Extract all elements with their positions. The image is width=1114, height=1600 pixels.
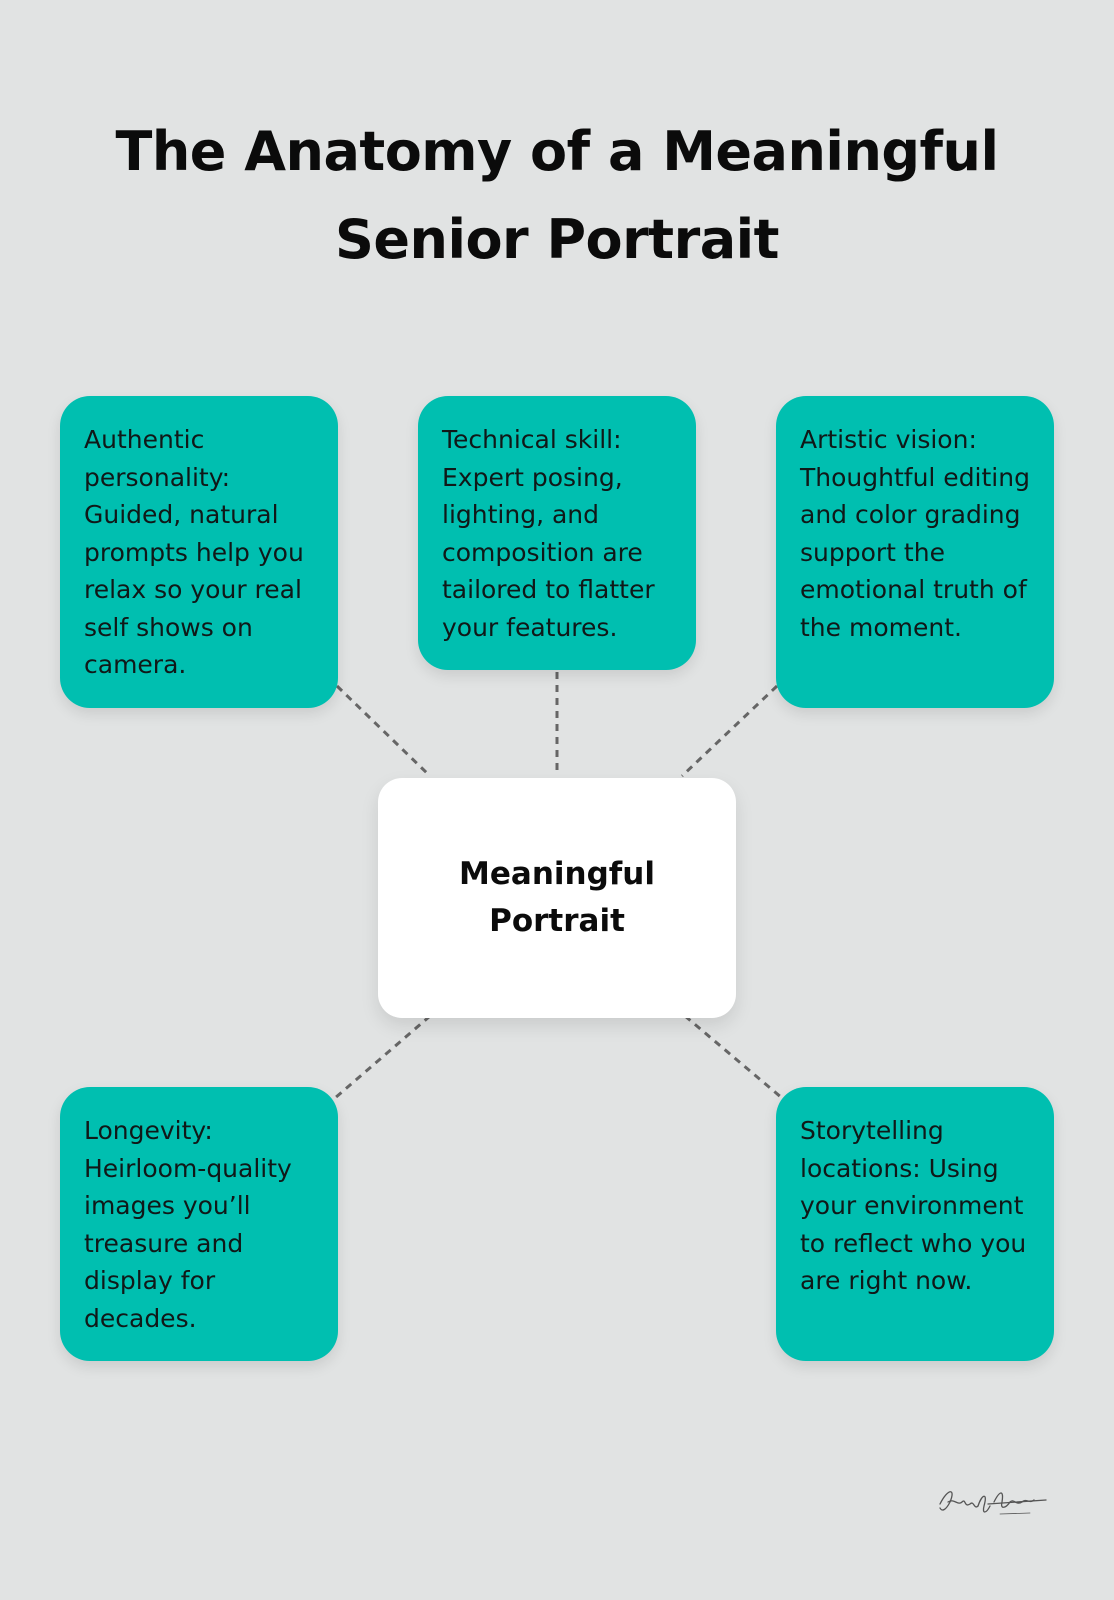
node-text: Artistic vision: Thoughtful editing and … — [800, 425, 1030, 642]
signature-logo-icon — [939, 1491, 1047, 1515]
node-text: Technical skill: Expert posing, lighting… — [442, 425, 655, 642]
node-text: Authentic personality: Guided, natural p… — [84, 425, 304, 679]
node-technical-skill: Technical skill: Expert posing, lighting… — [418, 396, 696, 670]
node-text: Storytelling locations: Using your envir… — [800, 1116, 1027, 1295]
node-text: Longevity: Heirloom-quality images you’l… — [84, 1116, 292, 1333]
page-title: The Anatomy of a Meaningful Senior Portr… — [115, 120, 999, 271]
center-node-label: Meaningful Portrait — [459, 856, 655, 939]
node-longevity: Longevity: Heirloom-quality images you’l… — [60, 1087, 338, 1361]
node-artistic-vision: Artistic vision: Thoughtful editing and … — [776, 396, 1054, 708]
connector-personality — [335, 684, 432, 778]
connector-artistic — [680, 684, 779, 778]
center-node: Meaningful Portrait — [378, 778, 736, 1018]
node-authentic-personality: Authentic personality: Guided, natural p… — [60, 396, 338, 708]
connector-storytelling — [684, 1014, 783, 1100]
node-storytelling-locations: Storytelling locations: Using your envir… — [776, 1087, 1054, 1361]
connector-longevity — [334, 1014, 431, 1100]
